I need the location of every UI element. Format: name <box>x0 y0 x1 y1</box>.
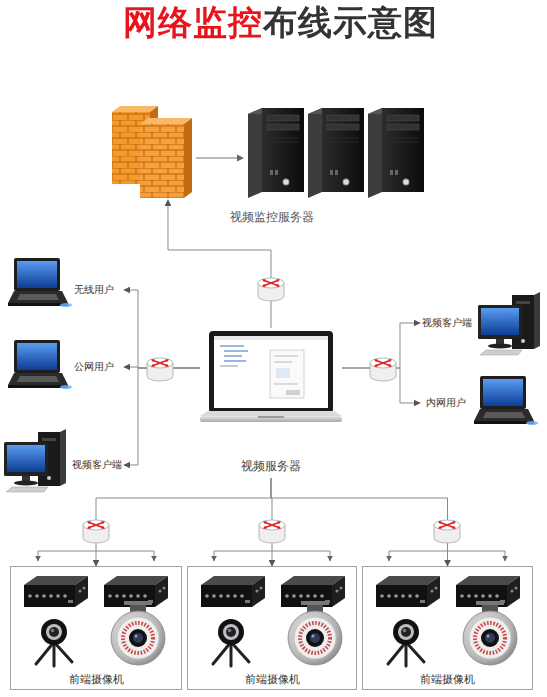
camera-group: 前端摄像机 <box>362 566 533 690</box>
router-layer <box>259 520 285 543</box>
router-layer <box>370 358 396 381</box>
branch-bracket <box>330 551 331 561</box>
node-label: 视频服务器 <box>200 459 342 473</box>
firewall <box>140 124 184 198</box>
video-server-laptop <box>224 360 246 361</box>
node-label: 视频监控服务器 <box>230 210 314 224</box>
node-label: 前端摄像机 <box>188 673 356 686</box>
branch-bracket <box>389 551 505 552</box>
branch-bracket <box>389 551 390 561</box>
branch-bracket <box>38 551 39 561</box>
illustration <box>368 108 424 198</box>
router-layer <box>258 278 284 301</box>
flow-arrow <box>196 158 238 159</box>
video-server-laptop <box>274 362 292 363</box>
user-device: 公网用户 <box>8 340 124 390</box>
illustration <box>478 292 540 355</box>
firewall <box>140 118 192 124</box>
firewall <box>112 106 158 112</box>
illustration <box>201 576 345 666</box>
firewall <box>184 118 192 198</box>
branch-bracket <box>38 551 154 552</box>
network-link <box>124 290 200 368</box>
video-server-laptop <box>214 336 328 340</box>
node-label: 视频客户端 <box>422 317 472 329</box>
camera-group: 前端摄像机 <box>187 566 357 690</box>
video-server-laptop <box>200 411 342 416</box>
flow-arrow <box>237 155 244 162</box>
branch-bracket <box>505 551 506 561</box>
video-server-laptop <box>220 345 244 346</box>
node-label: 内网用户 <box>426 397 466 409</box>
video-server-laptop <box>209 331 333 413</box>
video-server-laptop <box>274 356 298 357</box>
video-server-laptop <box>276 368 290 378</box>
illustration <box>4 429 66 492</box>
router-layer <box>147 358 173 381</box>
network-link <box>342 323 420 368</box>
video-server-laptop <box>224 350 248 351</box>
node-label: 前端摄像机 <box>11 673 181 686</box>
illustration <box>474 376 538 425</box>
illustration <box>8 340 72 389</box>
user-device: 视频客户端 <box>420 293 545 353</box>
video-server-laptop <box>200 331 342 422</box>
video-server-laptop <box>214 336 328 408</box>
illustration <box>308 108 364 198</box>
node-label: 公网用户 <box>74 361 114 373</box>
camera-group: 前端摄像机 <box>10 566 182 690</box>
diagram-title: 网络监控布线示意图 <box>123 2 438 42</box>
node-label: 前端摄像机 <box>363 673 532 686</box>
network-link <box>271 478 448 566</box>
router-layer <box>434 520 460 543</box>
branch-bracket <box>154 551 155 561</box>
branch-bracket <box>214 551 215 561</box>
network-link <box>342 368 420 403</box>
title-bar: 网络监控布线示意图 <box>0 2 547 42</box>
network-link <box>124 368 200 465</box>
video-server-laptop <box>274 384 298 385</box>
user-device: 视频客户端 <box>2 430 124 492</box>
video-server: 视频服务器 <box>200 328 342 478</box>
user-device: 内网用户 <box>420 370 545 432</box>
network-link <box>96 478 271 566</box>
illustration <box>248 108 304 198</box>
video-server-laptop <box>258 416 284 418</box>
flow-arrow <box>196 155 244 162</box>
illustration <box>376 576 520 666</box>
firewall <box>140 124 184 198</box>
video-server-laptop <box>220 365 238 366</box>
video-server-laptop <box>224 355 242 356</box>
firewall <box>112 106 192 198</box>
illustration <box>24 576 168 666</box>
branch-bracket <box>214 551 330 552</box>
video-server-laptop <box>286 390 300 395</box>
server-group: 视频监控服务器 <box>105 100 435 200</box>
node-label: 视频客户端 <box>72 459 122 471</box>
branch-bracket <box>38 551 505 561</box>
video-server-laptop <box>270 350 304 398</box>
illustration <box>8 258 72 307</box>
user-device: 无线用户 <box>8 256 124 306</box>
router-layer <box>83 520 109 543</box>
video-server-laptop <box>200 416 342 422</box>
node-label: 无线用户 <box>74 284 114 296</box>
